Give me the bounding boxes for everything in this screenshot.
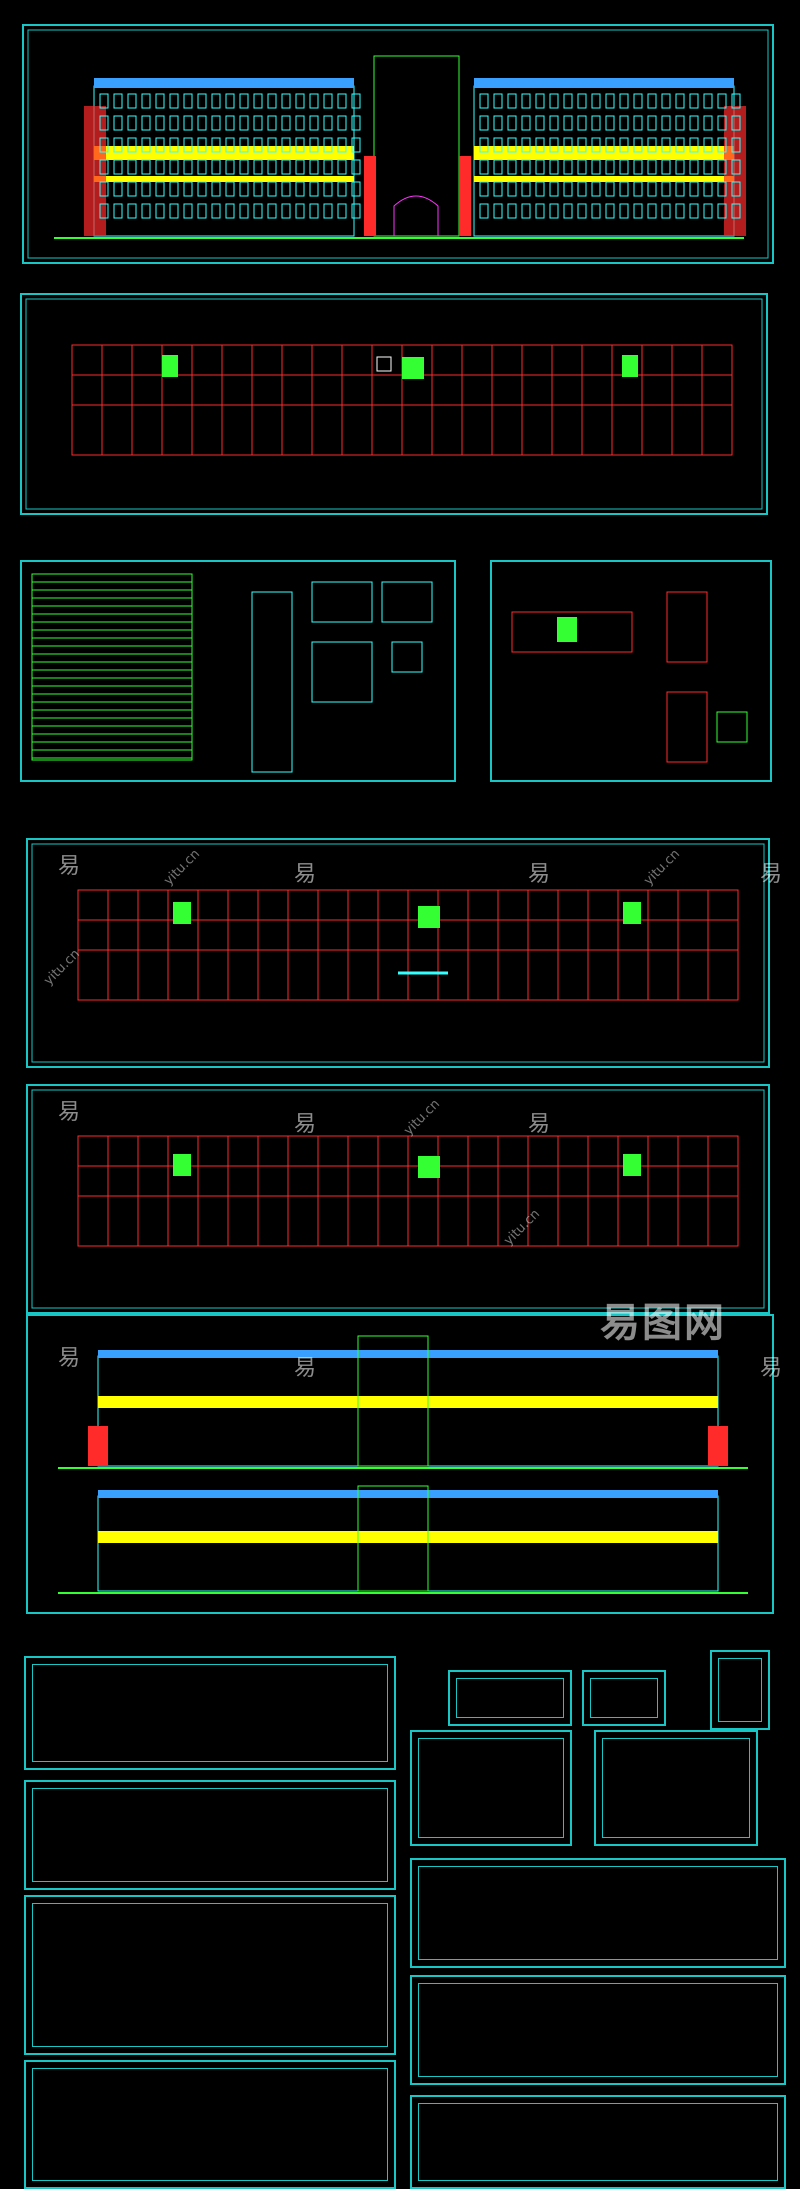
floor-plan-drawing-2 <box>31 843 765 1063</box>
floor-plan-sheet-2 <box>26 838 770 1068</box>
detail-sheet <box>490 560 772 782</box>
schedule-drawing <box>31 573 433 773</box>
floor-plan-sheet-1 <box>20 293 768 515</box>
thumb-sheet-8 <box>410 1730 572 1846</box>
elevation-sheet-main <box>22 24 774 264</box>
thumb-sheet-5 <box>448 1670 572 1726</box>
thumb-sheet-6 <box>582 1670 666 1726</box>
thumb-sheet-9 <box>594 1730 758 1846</box>
window-schedule-sheet <box>20 560 456 782</box>
thumb-sheet-11 <box>410 1975 786 2085</box>
floor-plan-drawing <box>25 298 763 510</box>
elevation-pair-drawing <box>58 1335 748 1594</box>
watermark-brand: 易图网 <box>600 1300 726 1346</box>
building-elevation-drawing <box>27 29 769 259</box>
floor-plan-sheet-3 <box>26 1084 770 1314</box>
elevation-sheet-pair <box>26 1314 774 1614</box>
thumb-sheet-10 <box>410 1858 786 1968</box>
thumb-sheet-3 <box>24 1895 396 2055</box>
thumb-sheet-2 <box>24 1780 396 1890</box>
detail-drawing <box>511 591 748 763</box>
thumb-sheet-12 <box>410 2095 786 2189</box>
thumb-sheet-1 <box>24 1656 396 1770</box>
thumb-sheet-4 <box>24 2060 396 2189</box>
thumb-sheet-7 <box>710 1650 770 1730</box>
floor-plan-drawing-3 <box>31 1089 765 1309</box>
